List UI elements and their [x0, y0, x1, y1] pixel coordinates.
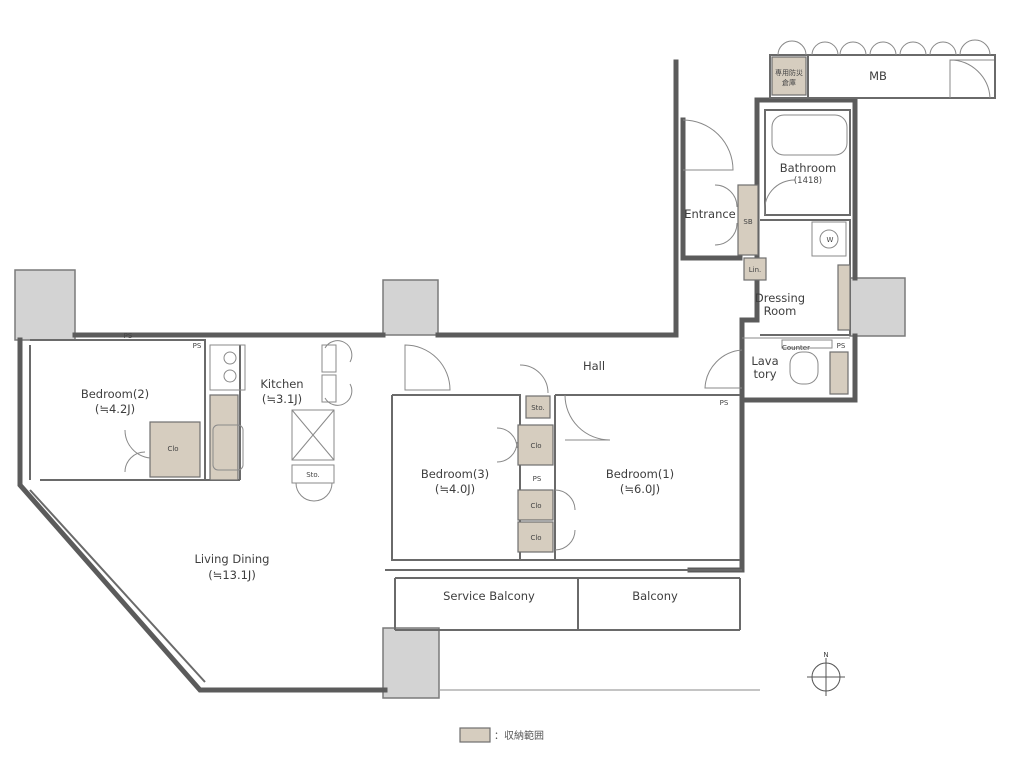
washing-drum [819, 229, 839, 249]
door-bedroom3 [404, 344, 451, 391]
label-disaster-storage-2: 倉庫 [782, 78, 796, 87]
legend-text: ：収納範囲 [494, 729, 544, 742]
label-living-size: (≒13.1J) [208, 568, 256, 582]
disaster-storage [771, 56, 807, 96]
label-ps-lavatory: PS [837, 342, 846, 350]
bathtub [771, 114, 848, 156]
wall-kitchen [204, 340, 241, 480]
outer-wall-left [17, 337, 388, 693]
label-disaster-storage-1: 専用防災 [775, 68, 803, 77]
pillar-top-center [382, 279, 439, 336]
shoe-box [737, 184, 759, 256]
door-bathroom [764, 179, 796, 216]
label-hall: Hall [583, 359, 605, 373]
lavatory-storage [829, 351, 849, 395]
label-clo-bedroom3: Clo [530, 442, 541, 450]
sink [212, 424, 244, 471]
storage-hall [525, 395, 551, 419]
outer-wall-top-center [435, 59, 679, 338]
door-lavatory [704, 349, 743, 389]
mb-frame [769, 54, 996, 99]
label-bedroom1-size: (≒6.0J) [620, 482, 660, 496]
kitchen-shelf-lower [321, 374, 337, 403]
label-living: Living Dining [195, 552, 270, 566]
north-compass: N [807, 651, 845, 696]
kitchen-shelf-upper [321, 344, 337, 373]
pillar-right [849, 277, 906, 337]
label-clo-bedroom1-upper: Clo [530, 502, 541, 510]
label-w: W [827, 236, 834, 244]
wall-bedroom1 [554, 394, 740, 561]
toilet [789, 351, 819, 385]
stove [209, 344, 246, 391]
label-sto-hall: Sto. [531, 404, 545, 412]
label-bedroom2: Bedroom(2) [81, 387, 149, 401]
wall-bathroom [764, 109, 851, 216]
label-lin: Lin. [749, 266, 762, 274]
pillar-bottom [382, 627, 440, 699]
label-dressing-2: Room [764, 304, 797, 318]
burner-1 [223, 351, 237, 365]
label-bathroom-size: (1418) [794, 176, 822, 186]
door-entrance [682, 119, 734, 171]
label-ps-bedroom: PS [533, 475, 542, 483]
label-bathroom: Bathroom [780, 161, 836, 175]
label-clo-bedroom1-lower: Clo [530, 534, 541, 542]
label-lavatory-2: tory [753, 367, 776, 381]
door-entrance-sb [714, 184, 738, 246]
label-lavatory-1: Lava [751, 354, 778, 368]
label-mb: MB [869, 69, 887, 83]
counter [781, 339, 833, 349]
label-kitchen: Kitchen [260, 377, 303, 391]
legend-swatch [459, 727, 491, 743]
window-line-diagonal [29, 489, 206, 683]
outer-wall-right [739, 97, 858, 403]
fridge-cross [291, 409, 335, 461]
label-sto-kitchen: Sto. [306, 471, 320, 479]
door-closets [295, 340, 576, 551]
pillar-top-left [14, 269, 76, 341]
closet-bedroom1-lower [517, 521, 554, 553]
compass-north-label: N [823, 651, 828, 659]
label-ps-top: PS [124, 332, 133, 340]
closet-bedroom1-upper [517, 489, 554, 521]
closet-bedroom3 [517, 424, 554, 466]
washing-machine [811, 221, 847, 257]
label-entrance: Entrance [684, 207, 736, 221]
label-counter: Counter [782, 344, 810, 352]
label-bedroom3-size: (≒4.0J) [435, 482, 475, 496]
label-bedroom2-size: (≒4.2J) [95, 402, 135, 416]
label-ps-kitchen: PS [193, 342, 202, 350]
closet-bedroom2 [149, 421, 201, 478]
door-bedroom1 [564, 394, 611, 441]
label-ps-hall: PS [720, 399, 729, 407]
wall-balcony [385, 569, 742, 631]
label-balcony: Balcony [632, 589, 678, 603]
mb-doors [777, 39, 991, 56]
kitchen-storage [291, 464, 335, 484]
label-service-balcony: Service Balcony [443, 589, 535, 603]
mb-lower-doors [949, 59, 994, 99]
label-dressing-1: Dressing [755, 291, 805, 305]
outer-wall-entrance [680, 117, 743, 261]
storage-kitchen [209, 394, 239, 481]
label-bedroom3: Bedroom(3) [421, 467, 489, 481]
label-bedroom1: Bedroom(1) [606, 467, 674, 481]
burner-2 [223, 369, 237, 383]
outer-wall-bedroom-right [687, 397, 745, 573]
door-bedroom2 [124, 429, 151, 473]
fridge [291, 409, 335, 461]
label-sb: SB [743, 218, 752, 226]
label-kitchen-size: (≒3.1J) [262, 392, 302, 406]
label-clo-bedroom2: Clo [167, 445, 178, 453]
dressing-storage [837, 264, 851, 331]
linen-storage [743, 257, 767, 281]
door-hall-closet [519, 364, 549, 394]
